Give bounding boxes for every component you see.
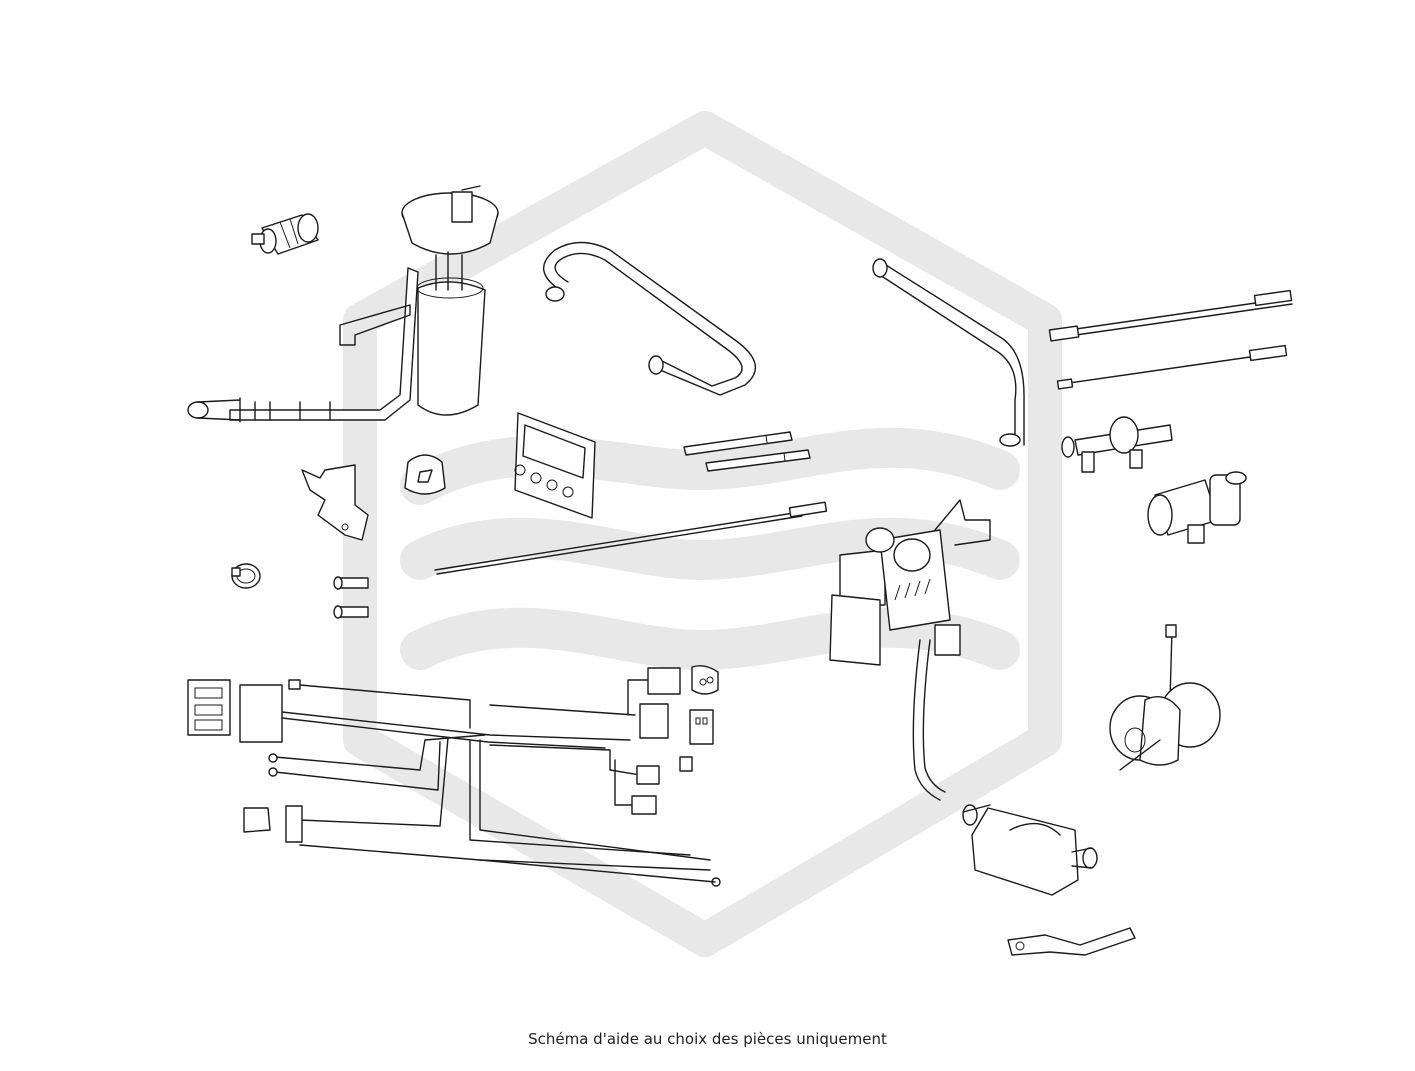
pipe-short-2-part[interactable] (705, 449, 811, 472)
coolant-hose-1-part[interactable] (543, 241, 757, 396)
blower-motor-part[interactable] (1109, 624, 1221, 771)
diagram-caption: Schéma d'aide au choix des pièces unique… (528, 1030, 887, 1048)
heater-unit-part[interactable] (829, 499, 991, 801)
fuel-connector-1-part[interactable] (333, 576, 369, 590)
fuel-connector-2-part[interactable] (333, 605, 369, 619)
sensor-rod-2-part[interactable] (1056, 344, 1288, 390)
exhaust-clamp-part[interactable] (1007, 927, 1136, 956)
fuel-line-rod-part[interactable] (434, 501, 828, 575)
fuel-pump-sender-part[interactable] (187, 185, 499, 423)
hose-clamp-part[interactable] (231, 563, 261, 589)
grommet-part[interactable] (404, 454, 446, 495)
control-timer-part[interactable] (514, 412, 596, 519)
sensor-rod-1-part[interactable] (1048, 289, 1293, 342)
circulation-pump-part[interactable] (1147, 471, 1247, 544)
t-valve-part[interactable] (1061, 416, 1173, 473)
exhaust-silencer-part[interactable] (962, 804, 1098, 896)
mounting-bracket-part[interactable] (301, 464, 369, 541)
fuel-filter-part[interactable] (251, 213, 319, 255)
coolant-hose-2-part[interactable] (872, 258, 1025, 447)
pipe-short-1-part[interactable] (683, 431, 793, 456)
wiring-harness-part[interactable] (187, 665, 721, 887)
